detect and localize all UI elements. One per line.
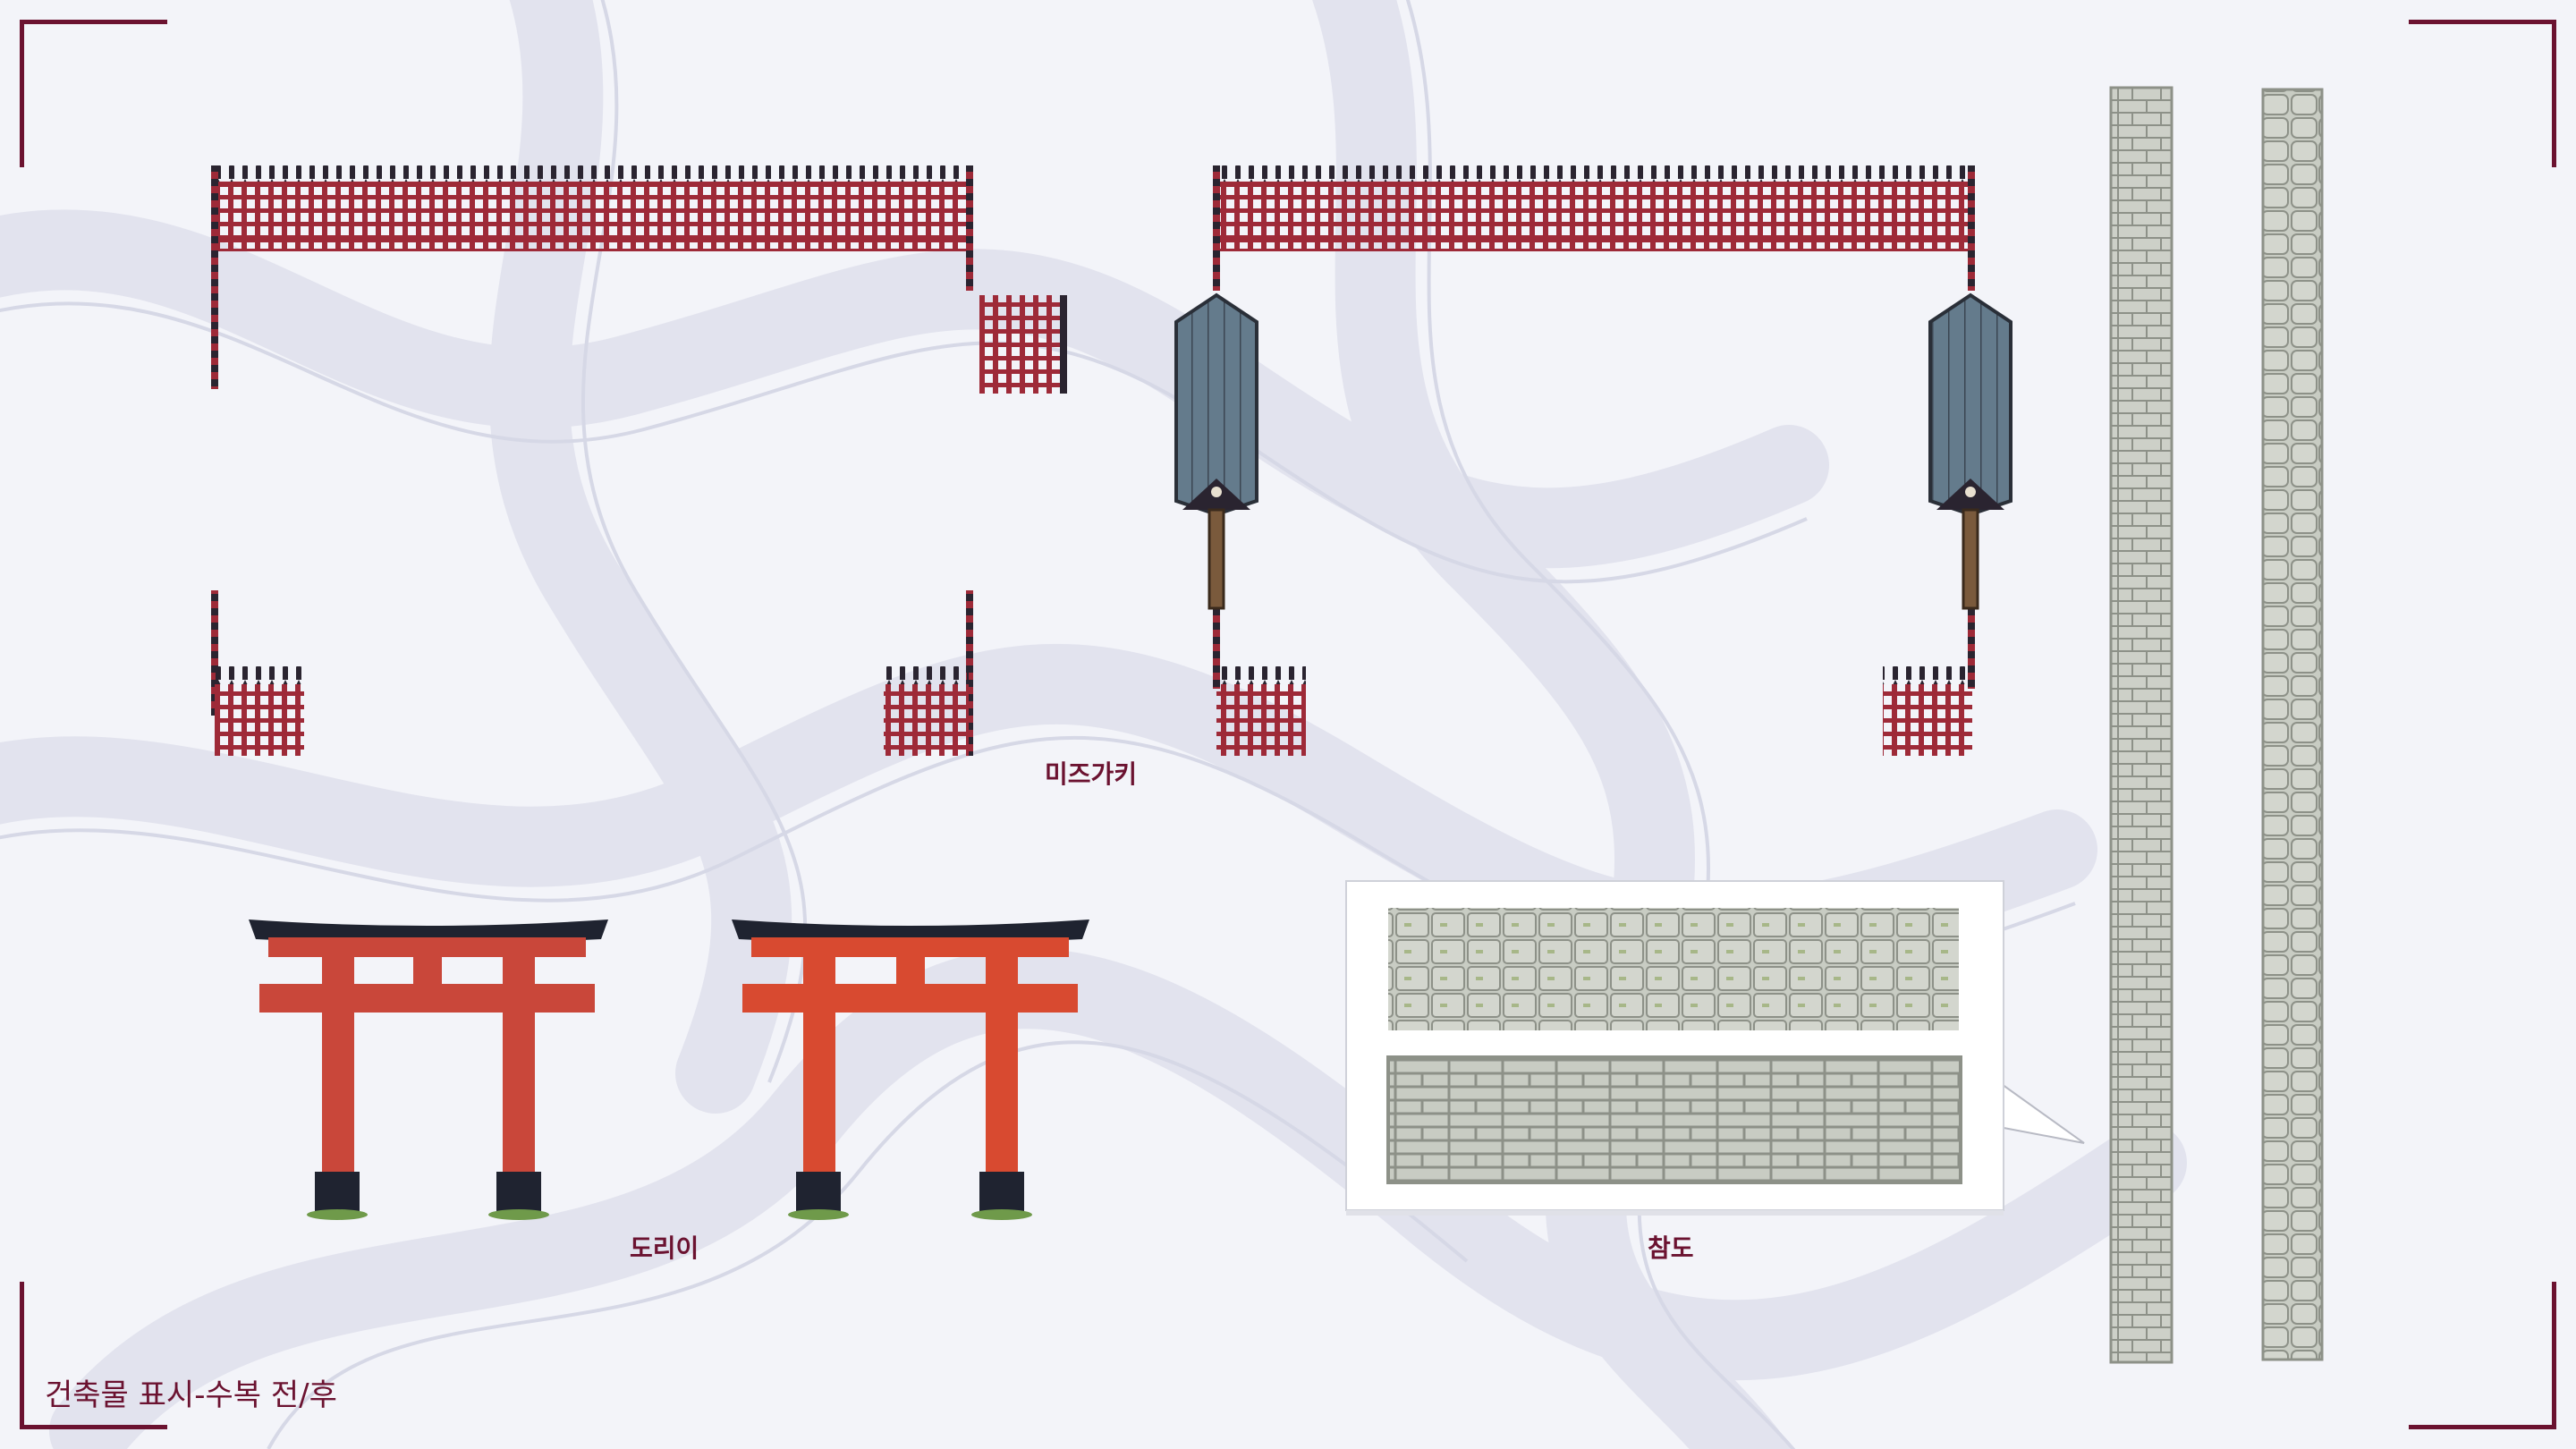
frame-corner-bottom-left (20, 1282, 167, 1429)
frame-corner-top-left (20, 20, 167, 167)
label-mizugaki: 미즈가키 (1045, 759, 1138, 789)
frame-corner-bottom-right (2409, 1282, 2556, 1429)
sando-column-before (2261, 88, 2324, 1361)
label-torii: 도리이 (630, 1233, 699, 1263)
torii-before (249, 919, 608, 1220)
label-sando: 참도 (1648, 1233, 1694, 1263)
lantern-left (1174, 292, 1258, 610)
fence-before (211, 165, 1067, 756)
lantern-right (1928, 292, 2012, 610)
fence-after (1213, 165, 1975, 756)
sando-column-after (2109, 86, 2174, 1364)
frame-corner-top-right (2409, 20, 2556, 167)
sando-detail-panel (1345, 880, 2085, 1216)
torii-after (732, 919, 1089, 1220)
page-caption: 건축물 표시-수복 전/후 (45, 1377, 337, 1413)
